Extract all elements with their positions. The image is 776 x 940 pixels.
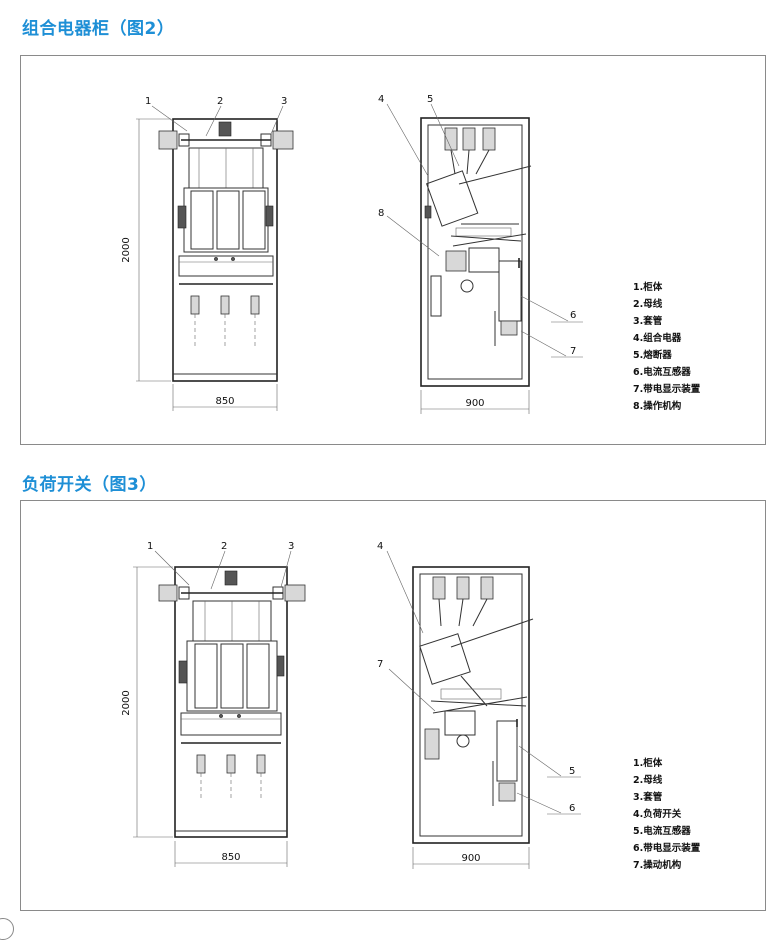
side-width-dimension: 900: [465, 398, 484, 409]
section-title-combined-cabinet: 组合电器柜（图2）: [22, 19, 175, 39]
legend-item: 6.带电显示装置: [633, 843, 701, 854]
legend: 1.柜体 2.母线 3.套管 4.负荷开关 5.电流互感器 6.带电显示装置 7…: [633, 755, 700, 874]
legend-item: 7.操动机构: [633, 860, 682, 871]
legend-item: 6.电流互感器: [633, 367, 691, 378]
legend-item: 1.柜体: [633, 758, 663, 769]
height-dimension: 2000: [121, 237, 132, 262]
callout-7: 7: [377, 659, 383, 670]
height-dimension: 2000: [121, 690, 132, 715]
bushing-right: [284, 584, 306, 602]
side-cabinet-outline: [420, 117, 530, 387]
legend-item: 7.带电显示装置: [633, 384, 701, 395]
bushing-right: [272, 130, 294, 150]
cabinet-drawing-fig3: 1 2 3 2000 850: [121, 541, 581, 869]
callout-6: 6: [570, 310, 576, 321]
side-view: 4 5 8 6 7 900: [378, 94, 583, 414]
callout-4: 4: [377, 541, 383, 552]
cabinet-drawing-fig2: 1 2 3 2000 850: [121, 94, 583, 414]
cabinet-body-outline: [174, 566, 288, 838]
legend-item: 3.套管: [633, 316, 663, 327]
legend-item: 4.组合电器: [633, 333, 682, 344]
section-title-load-switch: 负荷开关（图3）: [22, 475, 157, 495]
bushing-left: [158, 584, 178, 602]
callout-6: 6: [569, 803, 575, 814]
side-cabinet-outline: [412, 566, 530, 844]
callout-2: 2: [221, 541, 227, 552]
busbar-clamp: [224, 570, 238, 586]
callout-2: 2: [217, 96, 223, 107]
legend-item: 4.负荷开关: [633, 809, 682, 820]
callout-8: 8: [378, 208, 384, 219]
front-view: 1 2 3 2000 850: [121, 541, 306, 867]
callout-5: 5: [569, 766, 575, 777]
legend-item: 5.熔断器: [633, 350, 672, 361]
legend-item: 5.电流互感器: [633, 826, 691, 837]
callout-3: 3: [288, 541, 294, 552]
side-width-dimension: 900: [461, 853, 480, 864]
legend: 1.柜体 2.母线 3.套管 4.组合电器 5.熔断器 6.电流互感器 7.带电…: [633, 279, 700, 415]
callout-5: 5: [427, 94, 433, 105]
callout-1: 1: [147, 541, 153, 552]
callout-3: 3: [281, 96, 287, 107]
legend-item: 1.柜体: [633, 282, 663, 293]
diagram-panel-combined-cabinet: 1 2 3 2000 850: [20, 55, 766, 445]
diagram-panel-load-switch: 1 2 3 2000 850: [20, 500, 766, 911]
side-view: 4 7 5 6 900: [377, 541, 581, 869]
busbar-clamp: [218, 121, 232, 137]
page-corner-mark: [0, 918, 14, 940]
cabinet-body-outline: [172, 118, 278, 382]
width-dimension: 850: [221, 852, 240, 863]
front-view: 1 2 3 2000 850: [121, 96, 294, 411]
callout-1: 1: [145, 96, 151, 107]
callout-4: 4: [378, 94, 384, 105]
callout-7: 7: [570, 346, 576, 357]
bushing-left: [158, 130, 178, 150]
legend-item: 2.母线: [633, 775, 663, 786]
legend-item: 2.母线: [633, 299, 663, 310]
legend-item: 8.操作机构: [633, 401, 682, 412]
width-dimension: 850: [215, 396, 234, 407]
legend-item: 3.套管: [633, 792, 663, 803]
